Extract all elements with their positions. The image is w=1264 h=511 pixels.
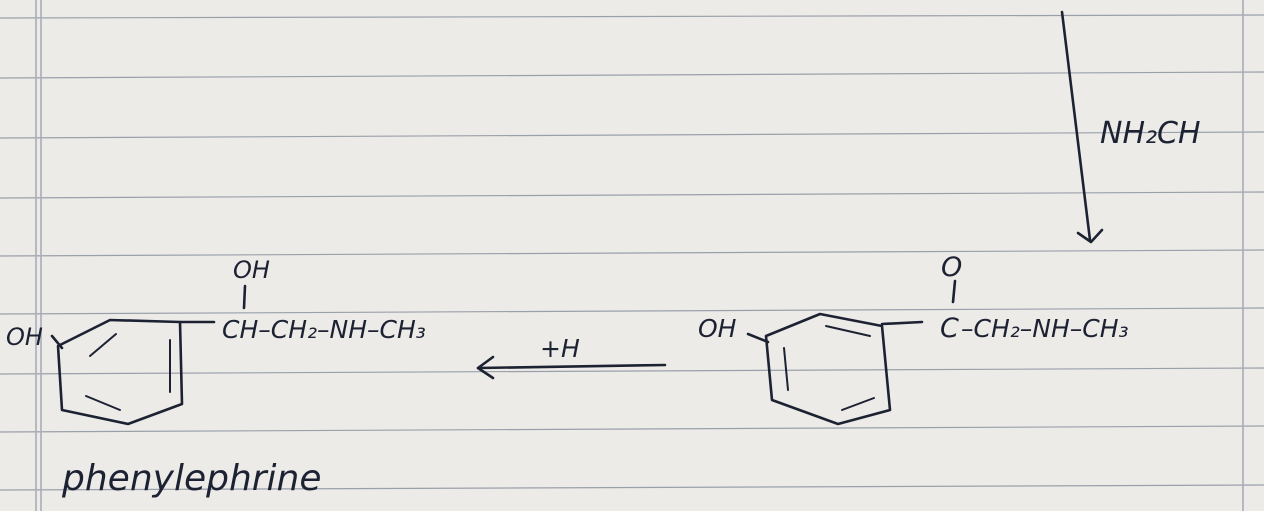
reagent-arrow [1060,10,1104,244]
product-hydroxyl: OH [6,323,43,351]
reactant-oh-bond [746,332,770,344]
reactant-carbonyl-carbon: C [940,313,959,344]
margin-lines [35,0,1244,511]
reactant-side-chain: –CH₂–NH–CH₃ [961,314,1129,343]
reduction-arrow [476,355,667,380]
product-carbinol-bond [242,284,247,310]
ruled-lines [0,14,1264,491]
reactant-hydroxyl: OH [698,314,737,343]
product-side-chain: CH–CH₂–NH–CH₃ [222,315,426,344]
product-benzene-ring [56,318,184,426]
reduction-reagent: +H [540,334,580,363]
product-name: phenylephrine [61,458,322,499]
product-oh-bond [50,334,64,350]
reactant-benzene-ring [764,312,892,426]
reactant-carbonyl-double-bond [951,279,957,304]
reagent-label: NH₂CH [1100,116,1201,151]
product-carbinol-oh: OH [233,256,270,284]
reactant-carbonyl-oxygen: O [941,252,962,283]
reactant-ring-to-carbonyl-bond [880,320,924,326]
